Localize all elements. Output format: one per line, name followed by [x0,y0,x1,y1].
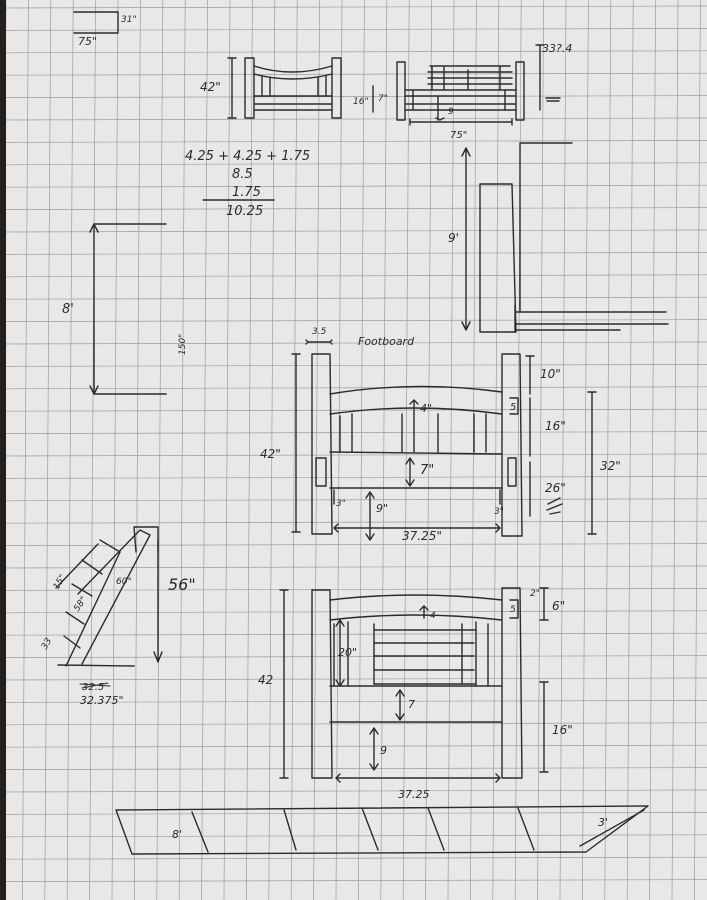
footboard-sketch: Footboard 3.5 42" 10" 4" 5 16" 7" 32" 26… [260,327,621,543]
label-7: 7" [378,94,388,104]
label-31: 31" [121,15,137,25]
top-left-box-sketch: 75" 31" [73,11,137,48]
hb-label-4: 4 [430,611,436,621]
hb-label-16: 16" [552,723,573,737]
top-left-side-view: 42" [200,57,342,119]
ladder-label-struck: 32.5 [82,682,104,693]
fb-label-9: 9" [376,502,388,515]
wall-left-sketch: 8' 150" [62,223,188,395]
fb-label-10: 10" [540,367,561,381]
label-337: 33?.4 [542,42,572,55]
top-right-side-view: 16" 7" 9 75" 33?.4 [353,42,572,141]
wall-right-sketch: 9' [448,142,669,333]
label-16: 16" [353,97,369,107]
label-3-5: 3.5 [312,327,327,337]
fb-label-37-25: 37.25" [402,529,442,543]
footboard-title: Footboard [358,335,415,348]
fb-label-16: 16" [545,419,566,433]
hb-label-6: 6" [552,599,565,613]
label-75-width: 75" [450,130,467,141]
fb-label-32: 32" [600,459,621,473]
label-9: 9 [448,107,454,117]
hb-label-5: 5 [510,605,516,615]
headboard-sketch: 42 2" 6" 4 5 20" 7 16" 9 37.25 [258,587,573,801]
math-line-4: 10.25 [226,204,263,219]
hb-label-9: 9 [380,744,387,757]
ladder-sketch: 56" 15" 58" 60° 33 32.5 32.375" [40,526,196,707]
fb-label-7: 7" [420,463,434,478]
fb-label-42: 42" [260,447,281,461]
fb-label-3-left: 3" [336,499,346,509]
hb-label-7: 7 [408,698,415,711]
left-edge [0,0,6,900]
ladder-label-32-375: 32.375" [80,694,124,707]
hb-label-20: 20" [338,646,357,659]
base-label-3: 3' [598,816,608,829]
bed-base-sketch: 8' 3' [115,805,649,855]
hb-label-42: 42 [258,673,273,687]
math-notes: 4.25 + 4.25 + 1.75 8.5 1.75 10.25 [185,149,310,219]
ladder-label-60: 60° [116,577,132,587]
math-line-1: 4.25 + 4.25 + 1.75 [185,149,310,164]
hb-label-37-25: 37.25 [398,788,430,801]
hb-label-2: 2" [530,589,540,599]
label-150: 150" [178,334,188,355]
ladder-label-56: 56" [168,575,196,594]
base-label-8: 8' [172,828,182,841]
fb-label-3-right: 3" [494,507,504,517]
label-8-ft: 8' [62,302,74,317]
math-line-3: 1.75 [232,185,261,200]
label-75: 75" [78,35,97,48]
fb-label-5: 5 [510,402,516,413]
fb-label-4: 4" [420,402,432,415]
fb-label-26: 26" [545,481,566,495]
label-42: 42" [200,80,221,94]
label-9-ft: 9' [448,231,459,245]
math-line-2: 8.5 [232,167,253,182]
